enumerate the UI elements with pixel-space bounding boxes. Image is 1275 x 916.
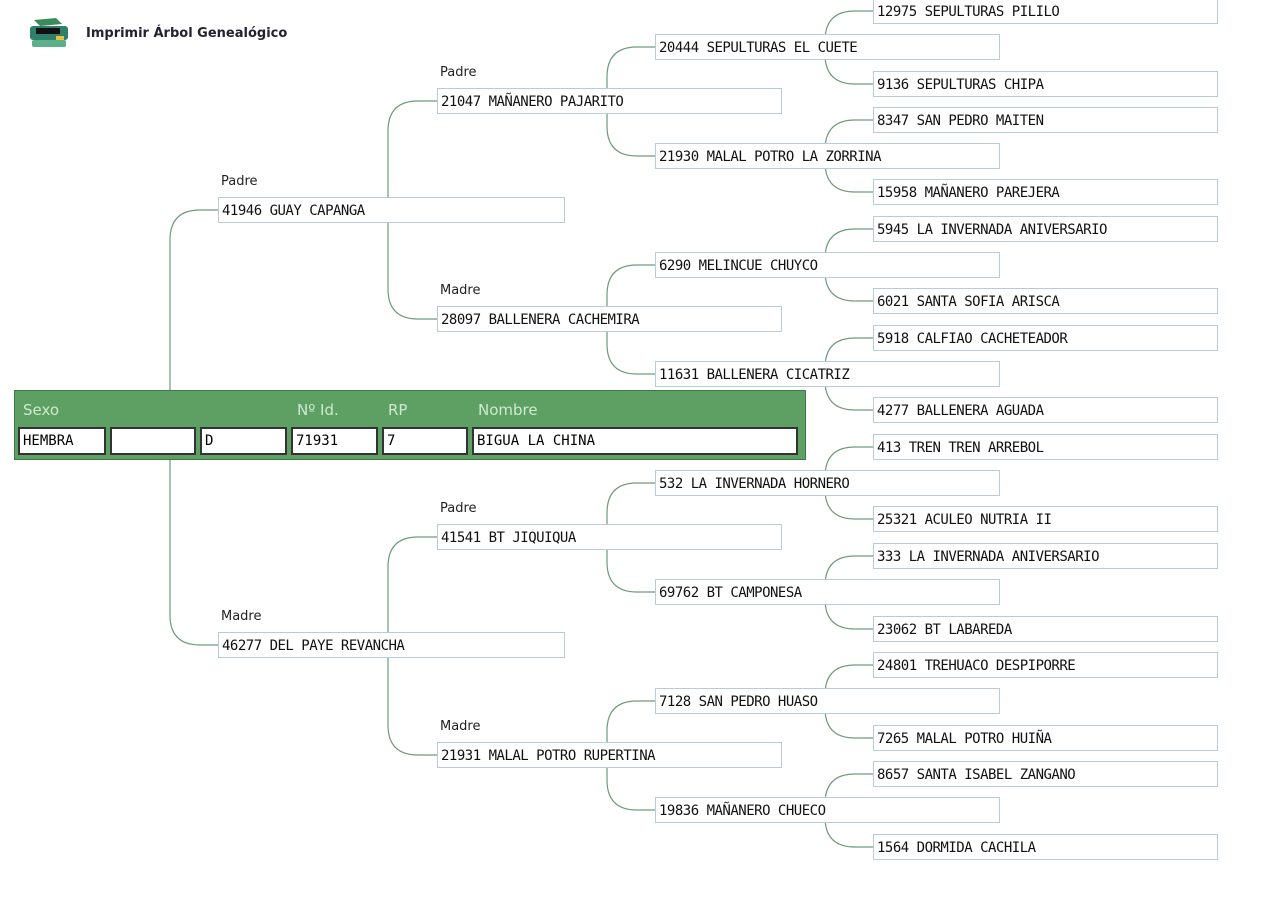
gen4-ancestor-box[interactable]: 8657 SANTA ISABEL ZANGANO — [873, 761, 1218, 787]
sexo-field[interactable]: HEMBRA — [18, 427, 106, 455]
gen4-ancestor-box[interactable]: 333 LA INVERNADA ANIVERSARIO — [873, 543, 1218, 569]
rp-field[interactable]: 7 — [382, 427, 468, 455]
gen3-ancestor-box[interactable]: 532 LA INVERNADA HORNERO — [655, 470, 1000, 496]
padre-label: Padre — [221, 174, 258, 189]
gen2-ancestor-box[interactable]: 28097 BALLENERA CACHEMIRA — [437, 306, 782, 332]
animal-record-panel: Sexo Nº Id. RP Nombre HEMBRA D 71931 7 B… — [14, 390, 806, 460]
gen1-ancestor-box[interactable]: 41946 GUAY CAPANGA — [218, 197, 565, 223]
gen4-ancestor-box[interactable]: 15958 MAÑANERO PAREJERA — [873, 179, 1218, 205]
gen2-ancestor-box[interactable]: 21047 MAÑANERO PAJARITO — [437, 88, 782, 114]
gen3-ancestor-box[interactable]: 19836 MAÑANERO CHUECO — [655, 797, 1000, 823]
gen3-ancestor-box[interactable]: 69762 BT CAMPONESA — [655, 579, 1000, 605]
gen3-ancestor-box[interactable]: 7128 SAN PEDRO HUASO — [655, 688, 1000, 714]
connector-line — [606, 550, 655, 593]
padre-label: Padre — [440, 65, 477, 80]
printer-icon — [30, 18, 68, 47]
gen4-ancestor-box[interactable]: 9136 SEPULTURAS CHIPA — [873, 71, 1218, 97]
print-tree-button[interactable]: Imprimir Árbol Genealógico — [26, 16, 287, 50]
nombre-field[interactable]: BIGUA LA CHINA — [472, 427, 798, 455]
madre-label: Madre — [440, 719, 481, 734]
gen4-ancestor-box[interactable]: 23062 BT LABAREDA — [873, 616, 1218, 642]
gen4-ancestor-box[interactable]: 7265 MALAL POTRO HUIÑA — [873, 725, 1218, 751]
gen4-ancestor-box[interactable]: 4277 BALLENERA AGUADA — [873, 397, 1218, 423]
madre-label: Madre — [440, 283, 481, 298]
madre-label: Madre — [221, 609, 262, 624]
id-field[interactable]: 71931 — [291, 427, 378, 455]
connector-line — [169, 209, 218, 390]
connector-line — [387, 536, 437, 632]
connector-line — [387, 223, 437, 320]
gen4-ancestor-box[interactable]: 6021 SANTA SOFIA ARISCA — [873, 288, 1218, 314]
gen3-ancestor-box[interactable]: 11631 BALLENERA CICATRIZ — [655, 361, 1000, 387]
print-title: Imprimir Árbol Genealógico — [86, 25, 288, 41]
gen4-ancestor-box[interactable]: 5918 CALFIAO CACHETEADOR — [873, 325, 1218, 351]
field-3[interactable]: D — [200, 427, 287, 455]
connector-line — [606, 700, 655, 742]
gen4-ancestor-box[interactable]: 8347 SAN PEDRO MAITEN — [873, 107, 1218, 133]
gen2-ancestor-box[interactable]: 21931 MALAL POTRO RUPERTINA — [437, 742, 782, 768]
id-header: Nº Id. — [297, 401, 339, 419]
gen4-ancestor-box[interactable]: 5945 LA INVERNADA ANIVERSARIO — [873, 216, 1218, 242]
gen4-ancestor-box[interactable]: 1564 DORMIDA CACHILA — [873, 834, 1218, 860]
connector-line — [606, 332, 655, 375]
gen3-ancestor-box[interactable]: 20444 SEPULTURAS EL CUETE — [655, 34, 1000, 60]
field-2[interactable] — [110, 427, 196, 455]
connector-line — [387, 658, 437, 756]
gen4-ancestor-box[interactable]: 25321 ACULEO NUTRIA II — [873, 506, 1218, 532]
sexo-header: Sexo — [23, 401, 60, 419]
gen2-ancestor-box[interactable]: 41541 BT JIQUIQUA — [437, 524, 782, 550]
connector-line — [606, 46, 655, 88]
gen1-ancestor-box[interactable]: 46277 DEL PAYE REVANCHA — [218, 632, 565, 658]
connector-line — [606, 768, 655, 811]
connector-line — [169, 460, 218, 646]
connector-line — [606, 482, 655, 524]
connector-line — [387, 100, 437, 197]
gen3-ancestor-box[interactable]: 6290 MELINCUE CHUYCO — [655, 252, 1000, 278]
nombre-header: Nombre — [478, 401, 538, 419]
connector-line — [606, 264, 655, 306]
gen4-ancestor-box[interactable]: 24801 TREHUACO DESPIPORRE — [873, 652, 1218, 678]
rp-header: RP — [388, 401, 408, 419]
gen3-ancestor-box[interactable]: 21930 MALAL POTRO LA ZORRINA — [655, 143, 1000, 169]
connector-line — [606, 114, 655, 157]
gen4-ancestor-box[interactable]: 413 TREN TREN ARREBOL — [873, 434, 1218, 460]
gen4-ancestor-box[interactable]: 12975 SEPULTURAS PILILO — [873, 0, 1218, 24]
padre-label: Padre — [440, 501, 477, 516]
